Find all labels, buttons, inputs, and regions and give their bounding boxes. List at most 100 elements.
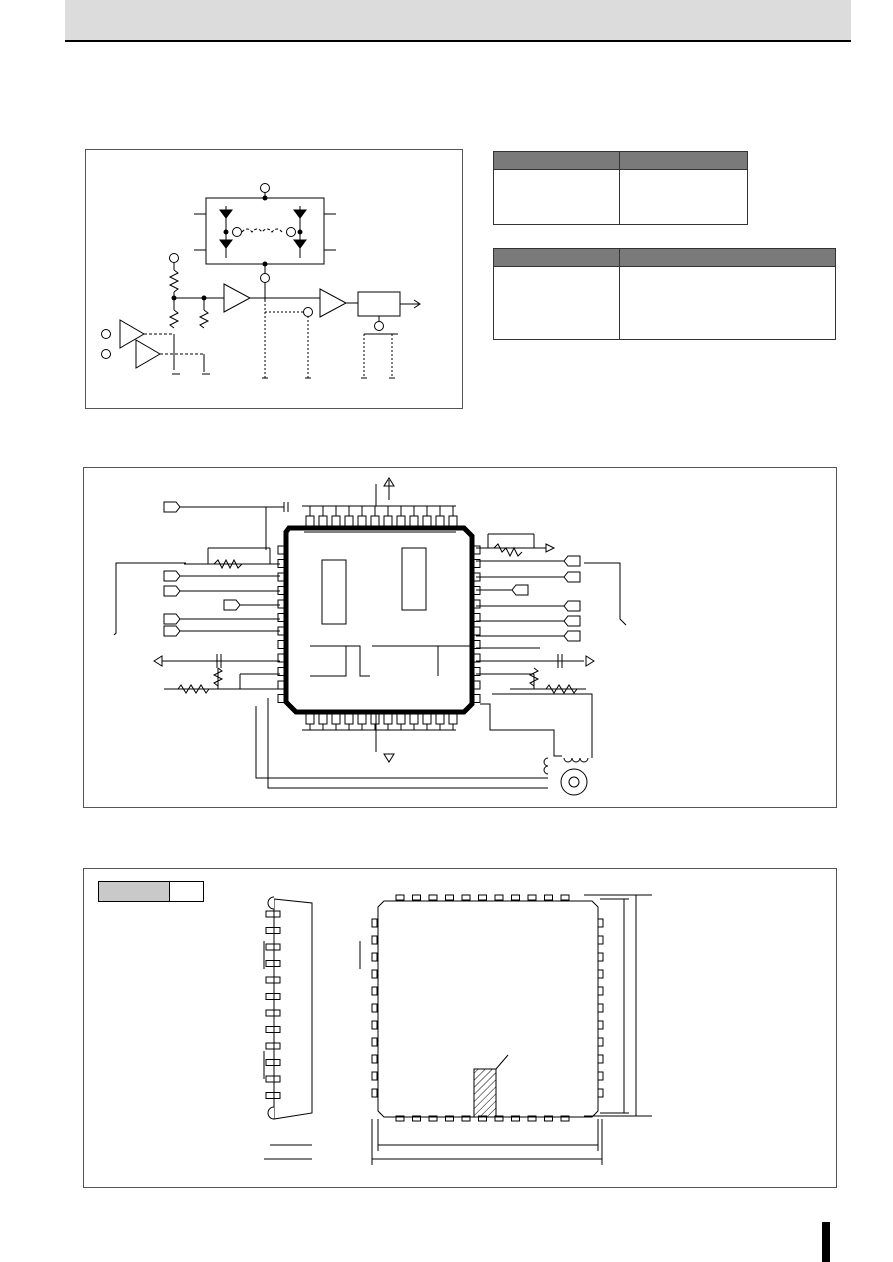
package-outline-frame — [83, 868, 837, 1188]
chip-pin — [318, 713, 328, 725]
chip-pin — [435, 713, 445, 725]
package-lead — [371, 986, 378, 996]
package-lead — [461, 1115, 471, 1122]
chip-pin — [277, 599, 287, 609]
chip-pin — [471, 626, 481, 636]
page-edge-marker — [822, 1222, 830, 1262]
chip-pin — [435, 515, 445, 527]
package-lead — [560, 1115, 570, 1122]
package-lead — [428, 1115, 438, 1122]
chip-pin — [383, 713, 393, 725]
package-lead — [371, 1071, 378, 1081]
chip-pin — [277, 653, 287, 663]
package-lead — [371, 952, 378, 962]
package-lead — [461, 894, 471, 901]
side-lead — [265, 910, 281, 918]
side-lead — [265, 1092, 281, 1099]
side-lead — [265, 943, 281, 951]
package-lead — [395, 1115, 405, 1122]
side-lead — [265, 993, 281, 1000]
spec2-cell — [619, 266, 836, 340]
side-lead — [265, 1026, 281, 1033]
chip-pin — [422, 713, 432, 725]
package-lead — [428, 894, 438, 901]
chip-pin — [305, 515, 315, 527]
package-lead — [371, 935, 378, 945]
package-lead — [395, 894, 405, 901]
package-lead — [371, 969, 378, 979]
package-lead — [597, 918, 604, 928]
chip-pin — [357, 515, 367, 527]
chip-pin — [305, 713, 315, 725]
package-lead — [597, 1054, 604, 1064]
spec-table-1 — [493, 151, 748, 225]
package-label-name — [99, 882, 170, 901]
package-lead — [597, 935, 604, 945]
chip-pin — [422, 515, 432, 527]
package-lead — [494, 894, 504, 901]
package-lead — [527, 1115, 537, 1122]
side-lead — [265, 1059, 281, 1066]
application-circuit-frame — [83, 467, 837, 808]
side-lead — [265, 1009, 281, 1017]
package-lead — [597, 1088, 604, 1098]
package-outline-svg — [263, 894, 652, 1165]
chip-pin — [331, 515, 341, 527]
chip-pin — [448, 713, 458, 725]
chip-pin — [448, 515, 458, 527]
side-lead — [265, 960, 281, 967]
chip-pin — [277, 545, 287, 555]
package-lead — [511, 894, 520, 901]
spec2-col-2 — [619, 248, 836, 267]
chip-pin — [471, 559, 481, 568]
chip-pin — [344, 713, 354, 725]
package-lead — [597, 952, 604, 962]
chip-pin — [331, 713, 341, 725]
package-lead — [560, 894, 570, 901]
chip-pin — [471, 680, 481, 690]
chip-pin — [396, 515, 406, 527]
spec1-col-2 — [619, 151, 748, 170]
package-lead — [445, 894, 454, 901]
spec-table-2 — [493, 248, 836, 340]
application-circuit-svg — [113, 477, 627, 796]
side-lead — [265, 976, 281, 984]
package-lead — [544, 894, 553, 901]
chip-pin — [370, 713, 380, 725]
chip-pin — [471, 667, 481, 676]
chip-pin — [471, 694, 481, 703]
chip-pin — [277, 680, 287, 690]
chip-pin — [471, 545, 481, 555]
package-lead — [371, 918, 378, 928]
package-lead — [597, 1037, 604, 1047]
page-header-bar — [65, 0, 851, 42]
spec1-cell — [619, 169, 748, 225]
package-lead — [597, 1003, 604, 1013]
package-lead — [412, 1115, 421, 1122]
package-label-value — [170, 882, 203, 901]
package-lead — [445, 1115, 454, 1122]
package-lead — [597, 986, 604, 996]
block-diagram-frame — [85, 149, 463, 409]
package-lead — [527, 894, 537, 901]
chip-pin — [344, 515, 354, 527]
chip-pin — [318, 515, 328, 527]
side-lead — [265, 1042, 281, 1050]
package-lead — [494, 1115, 504, 1122]
spec1-cell — [493, 169, 620, 225]
package-lead — [511, 1115, 520, 1122]
chip-pin — [277, 667, 287, 676]
package-lead — [412, 894, 421, 901]
package-lead — [371, 1003, 378, 1013]
spec1-col-1 — [493, 151, 620, 170]
package-lead — [544, 1115, 553, 1122]
package-lead — [371, 1088, 378, 1098]
chip-pin — [277, 694, 287, 703]
chip-pin — [277, 572, 287, 582]
chip-pin — [277, 640, 287, 649]
chip-pin — [409, 713, 419, 725]
package-lead — [597, 969, 604, 979]
chip-pin — [409, 515, 419, 527]
package-lead — [478, 894, 487, 901]
side-lead — [265, 927, 281, 934]
